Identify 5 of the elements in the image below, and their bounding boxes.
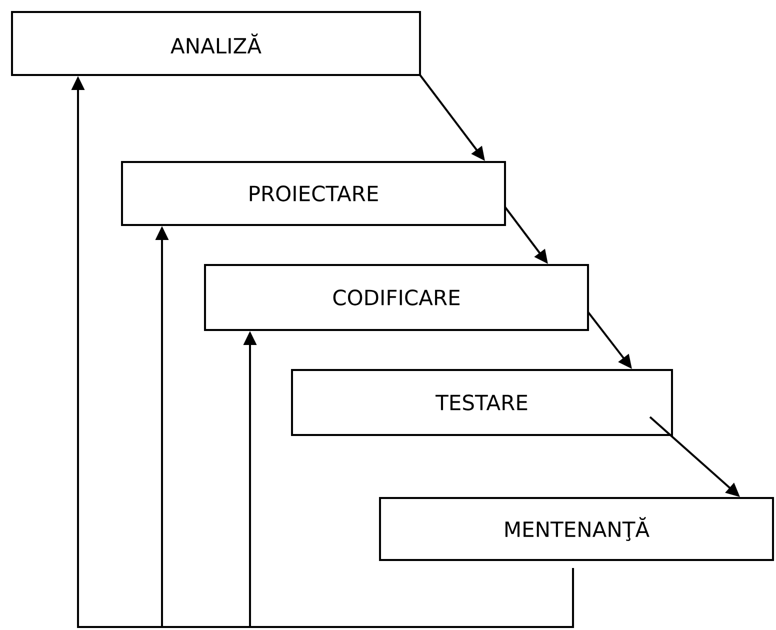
process-box: MENTENANŢĂ: [379, 497, 774, 561]
process-box: ANALIZĂ: [11, 11, 421, 76]
process-box: CODIFICARE: [204, 264, 589, 331]
process-box: PROIECTARE: [121, 161, 506, 226]
process-box: TESTARE: [291, 369, 673, 436]
